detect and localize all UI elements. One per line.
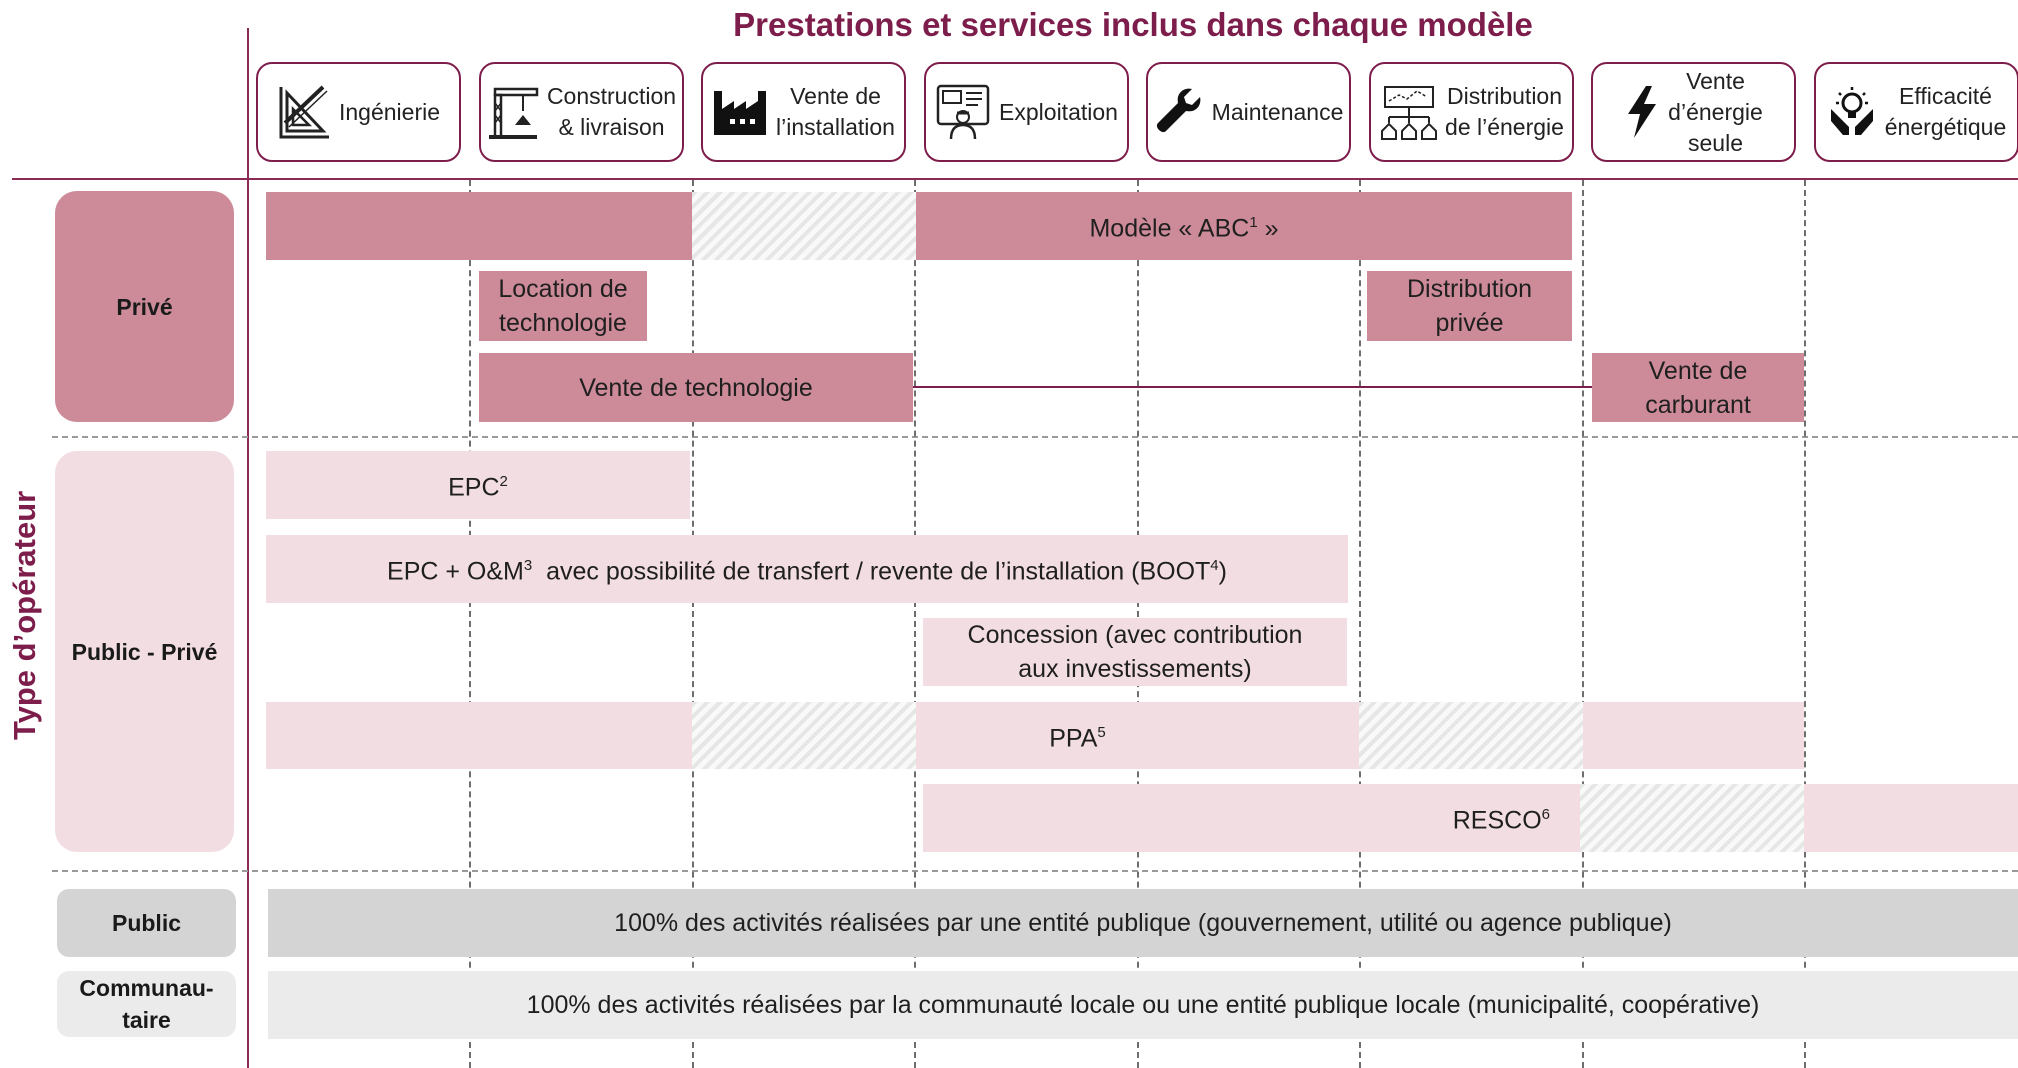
model-ppa-bar: PPA5: [916, 702, 1359, 769]
service-label: Construction & livraison: [546, 83, 677, 140]
model-resco-label: RESCO6: [1452, 806, 1550, 835]
model-epc-om-label: EPC + O&M3 avec possibilité de transfert…: [387, 557, 1227, 586]
service-label: Vente d’énergie seule: [1668, 67, 1763, 156]
category-communautaire: Communau- taire: [57, 971, 236, 1037]
service-ingenierie: Ingénierie: [256, 62, 461, 162]
service-maintenance: Maintenance: [1146, 62, 1351, 162]
model-ppa-hatched-segment: [1359, 702, 1583, 769]
wrench-icon: [1154, 87, 1204, 137]
column-divider: [1359, 180, 1361, 1068]
model-epc-label: EPC2: [448, 473, 508, 502]
model-abc-hatched-segment: [692, 192, 916, 260]
service-efficacite: Efficacité énergétique: [1814, 62, 2018, 162]
column-divider: [692, 180, 694, 1068]
vertical-axis-line: [247, 28, 249, 1068]
separator-prive: [52, 436, 2018, 438]
service-label: Ingénierie: [338, 98, 441, 125]
engineering-ruler-icon: [277, 83, 331, 141]
model-epc-om: EPC + O&M3 avec possibilité de transfert…: [266, 535, 1348, 603]
model-vente-technologie: Vente de technologie: [479, 353, 913, 422]
construction-crane-icon: [487, 83, 539, 141]
lightbulb-hands-icon: [1827, 85, 1877, 139]
service-label: Efficacité énergétique: [1884, 83, 2007, 140]
column-divider: [1582, 180, 1584, 1068]
service-construction: Construction & livraison: [479, 62, 684, 162]
energy-distribution-houses-icon: [1379, 83, 1438, 141]
service-vente-energie: Vente d’énergie seule: [1591, 62, 1796, 162]
model-ppa-segment: [1583, 702, 1804, 769]
service-vente-installation: Vente de l’installation: [701, 62, 906, 162]
model-vente-carburant: Vente de carburant: [1592, 353, 1804, 422]
model-resco-segment: [1804, 784, 2018, 852]
model-ppa-segment: [266, 702, 692, 769]
model-resco-bar: RESCO6: [923, 784, 1580, 852]
diagram-title: Prestations et services inclus dans chaq…: [733, 6, 1533, 43]
category-prive: Privé: [55, 191, 234, 422]
model-location-technologie: Location de technologie: [479, 271, 647, 341]
service-label: Distribution de l’énergie: [1445, 83, 1564, 140]
lightning-bolt-icon: [1624, 84, 1660, 140]
model-ppa-label: PPA5: [1049, 723, 1106, 753]
service-distribution: Distribution de l’énergie: [1369, 62, 1574, 162]
separator-public-prive: [52, 870, 2018, 872]
operator-control-panel-icon: [935, 83, 991, 141]
category-public: Public: [57, 889, 236, 957]
category-public-prive: Public - Privé: [55, 451, 234, 852]
service-label: Exploitation: [999, 98, 1118, 125]
horizontal-axis-line: [12, 178, 2018, 180]
model-public-bar: 100% des activités réalisées par une ent…: [268, 889, 2018, 957]
model-resco-hatched-segment: [1580, 784, 1804, 852]
model-link-line: [913, 386, 1592, 388]
service-label: Vente de l’installation: [776, 83, 895, 140]
service-label: Maintenance: [1211, 98, 1344, 125]
model-ppa-hatched-segment: [692, 702, 916, 769]
model-abc-label: Modèle « ABC1 »: [1089, 214, 1279, 243]
model-abc-bar: Modèle « ABC1 »: [916, 192, 1572, 260]
model-concession: Concession (avec contribution aux invest…: [923, 618, 1347, 686]
service-exploitation: Exploitation: [924, 62, 1129, 162]
column-divider: [914, 180, 916, 1068]
model-distribution-privee: Distribution privée: [1367, 271, 1572, 341]
factory-icon: [712, 87, 768, 137]
model-abc-segment: [266, 192, 692, 260]
model-communautaire-bar: 100% des activités réalisées par la comm…: [268, 971, 2018, 1039]
column-divider: [469, 180, 471, 1068]
model-epc: EPC2: [266, 451, 690, 519]
y-axis-title: Type d’opérateur: [7, 490, 42, 740]
column-divider: [1804, 180, 1806, 1068]
